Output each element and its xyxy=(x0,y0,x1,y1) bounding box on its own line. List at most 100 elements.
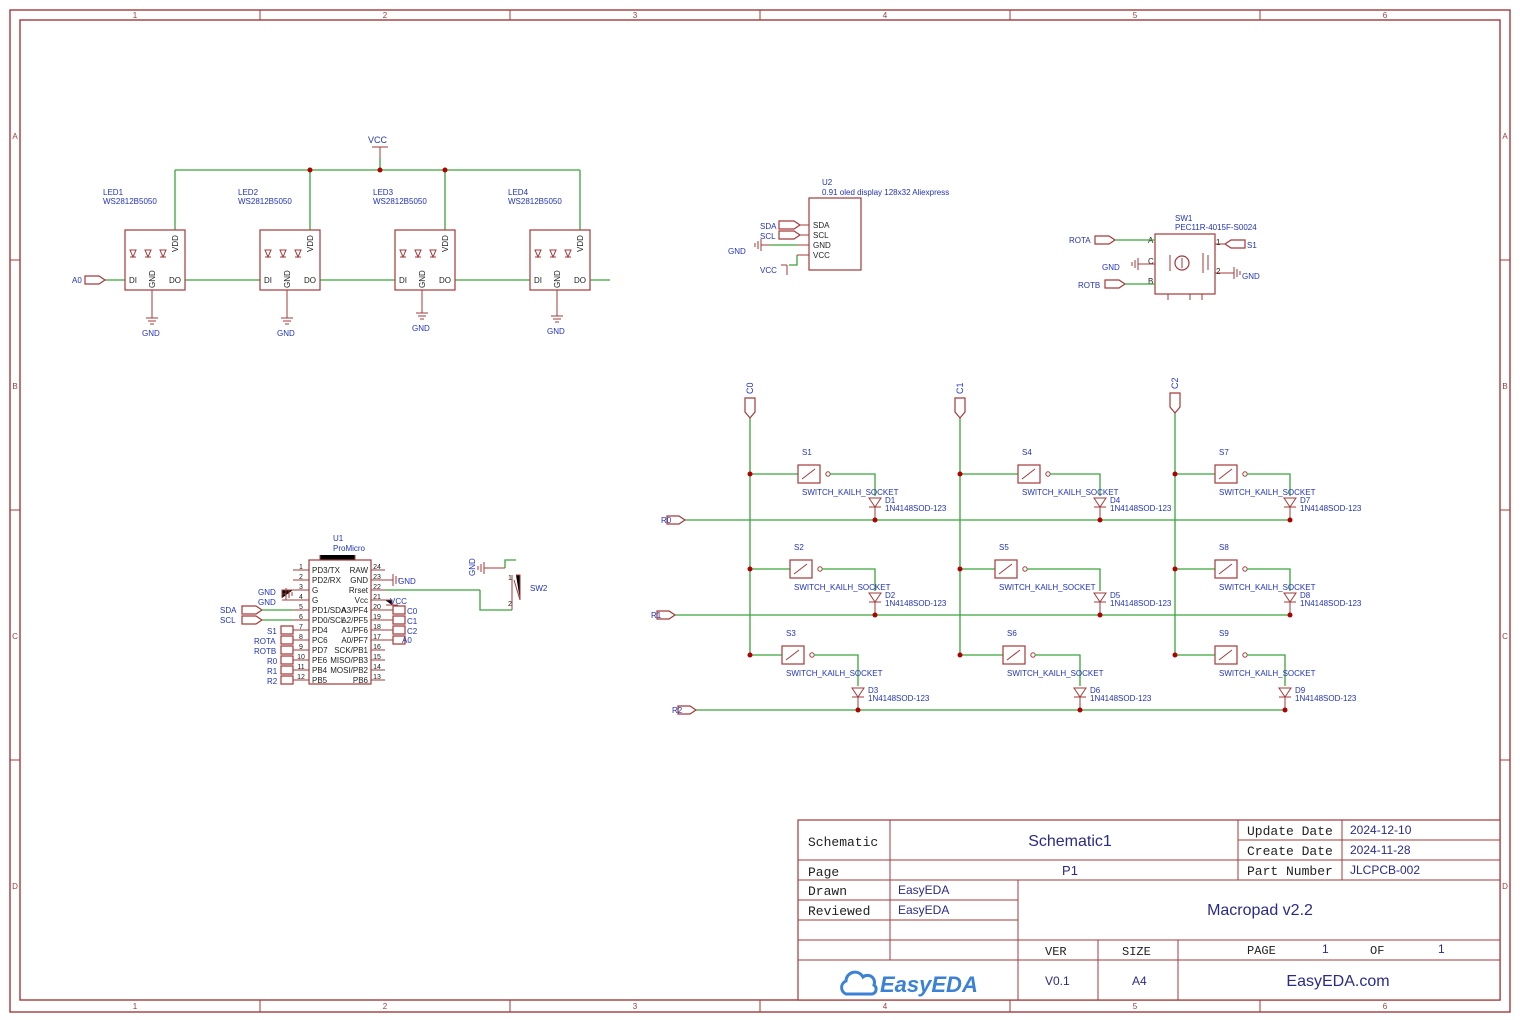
switch-pin xyxy=(1045,471,1051,477)
promicro-pin-num-left: 7 xyxy=(299,624,303,631)
sheet-border: 1 2 3 4 5 6 1 2 3 4 5 6 A B C D A B C D xyxy=(9,9,1511,1013)
led4-gnd-label: GND xyxy=(547,327,565,336)
switch-to-diode-wire xyxy=(1027,568,1101,591)
border-col-bottom-4: 4 xyxy=(883,1002,888,1011)
promicro-net-rotb: ROTB xyxy=(254,647,276,656)
tb-size-value: A4 xyxy=(1132,974,1147,988)
promicro-net-r1: R1 xyxy=(267,667,278,676)
reset-pin-2: 2 xyxy=(508,601,512,608)
led2-pin-do: DO xyxy=(304,276,316,285)
net-port-sda-u1 xyxy=(241,605,264,615)
led3-pin-gnd: GND xyxy=(418,270,427,288)
oled-net-scl: SCL xyxy=(760,232,776,241)
switch-part: SWITCH_KAILH_SOCKET xyxy=(999,583,1096,592)
column-net-label: C0 xyxy=(745,382,755,394)
led-diode-icon xyxy=(534,249,572,259)
tb-website: EasyEDA.com xyxy=(1286,973,1389,990)
switch-pin xyxy=(1242,471,1248,477)
junction xyxy=(1287,612,1293,618)
diode-icon xyxy=(1073,687,1087,710)
tb-schematic-label: Schematic xyxy=(808,835,878,850)
led2-pin-di: DI xyxy=(264,276,272,285)
led4-pin-do: DO xyxy=(574,276,586,285)
junction xyxy=(872,612,878,618)
promicro-pin-num-left: 5 xyxy=(299,604,303,611)
border-col-bottom-2: 2 xyxy=(383,1002,388,1011)
encoder-net-gnd-right: GND xyxy=(1242,272,1260,281)
promicro-pin-num-right: 24 xyxy=(373,564,381,571)
promicro-pin-num-right: 17 xyxy=(373,634,381,641)
tb-create-value: 2024-11-28 xyxy=(1350,843,1411,857)
cloud-icon xyxy=(840,970,878,996)
led3-pin-di: DI xyxy=(399,276,407,285)
switch-pin xyxy=(809,652,815,658)
switch-contact-icon xyxy=(1218,649,1233,661)
net-port-a0-u1 xyxy=(392,635,406,645)
net-port-s1 xyxy=(1223,239,1246,249)
promicro-pin-name-left: PD4 xyxy=(312,626,328,635)
tb-page-num-label: PAGE xyxy=(1247,944,1276,958)
switch-ref: S1 xyxy=(802,448,812,457)
row-net-label: R2 xyxy=(672,706,683,715)
column-net-label: C2 xyxy=(1170,377,1180,389)
led2-ref: LED2 xyxy=(238,188,259,197)
switch-contact-icon xyxy=(785,649,800,661)
promicro-pin-name-right: A3/PF4 xyxy=(341,606,368,615)
border-row-left-d: D xyxy=(12,882,18,891)
net-port-column xyxy=(1169,392,1181,414)
net-port-c2-u1 xyxy=(392,625,406,635)
switch-to-diode-wire xyxy=(814,654,859,686)
net-port-s1-u1 xyxy=(280,625,294,635)
border-row-left-b: B xyxy=(12,382,17,391)
promicro-pin-name-left: G xyxy=(312,586,318,595)
switch-ref: S2 xyxy=(794,543,804,552)
title-block: Schematic Schematic1 Page P1 Update Date… xyxy=(797,819,1501,1001)
easyeda-logo: EasyEDA xyxy=(840,970,978,997)
promicro-pin-name-left: G xyxy=(312,596,318,605)
net-port-sda xyxy=(778,220,802,230)
diode-ref: D8 xyxy=(1300,591,1311,600)
reset-pin-1: 1 xyxy=(508,575,512,582)
diode-part: 1N4148SOD-123 xyxy=(1300,599,1362,608)
junction xyxy=(1172,471,1178,477)
led2-part: WS2812B5050 xyxy=(238,197,292,206)
led1-pin-gnd: GND xyxy=(148,270,157,288)
encoder-ref: SW1 xyxy=(1175,214,1193,223)
encoder-pin-2: 2 xyxy=(1216,267,1221,276)
tb-page-num-value: 1 xyxy=(1322,942,1329,956)
diode-part: 1N4148SOD-123 xyxy=(1110,599,1172,608)
led1-pin-vdd: VDD xyxy=(171,235,180,252)
tb-update-value: 2024-12-10 xyxy=(1350,823,1412,837)
column-net-label: C1 xyxy=(955,382,965,394)
diode-part: 1N4148SOD-123 xyxy=(868,694,930,703)
promicro-pin-name-left: PD1/SDA xyxy=(312,606,347,615)
tb-of-label: OF xyxy=(1370,944,1384,958)
encoder-pin-b: B xyxy=(1148,277,1153,286)
junction xyxy=(1282,707,1288,713)
junction xyxy=(377,167,383,173)
diode-icon xyxy=(868,497,882,520)
diode-part: 1N4148SOD-123 xyxy=(1090,694,1152,703)
junction xyxy=(1172,652,1178,658)
promicro-pin-num-right: 14 xyxy=(373,664,381,671)
switch-contact-icon xyxy=(1218,468,1233,480)
switch-contact-icon xyxy=(998,563,1013,575)
promicro-pin-name-right: MISO/PB3 xyxy=(330,656,368,665)
tb-page-value: P1 xyxy=(1062,863,1078,878)
promicro-net-rota: ROTA xyxy=(254,637,276,646)
switch-ref: S7 xyxy=(1219,448,1229,457)
led3-pin-vdd: VDD xyxy=(441,235,450,252)
net-port-column xyxy=(744,397,756,419)
promicro-right-nets: GND VCC C0 C1 C2 A0 xyxy=(385,559,516,645)
led4-pin-gnd: GND xyxy=(553,270,562,288)
junction xyxy=(747,652,753,658)
led1-part: WS2812B5050 xyxy=(103,197,157,206)
promicro-pin-num-left: 1 xyxy=(299,564,303,571)
border-col-bottom-5: 5 xyxy=(1133,1002,1138,1011)
net-port-scl-u1 xyxy=(241,615,264,625)
switch-ref: S4 xyxy=(1022,448,1032,457)
